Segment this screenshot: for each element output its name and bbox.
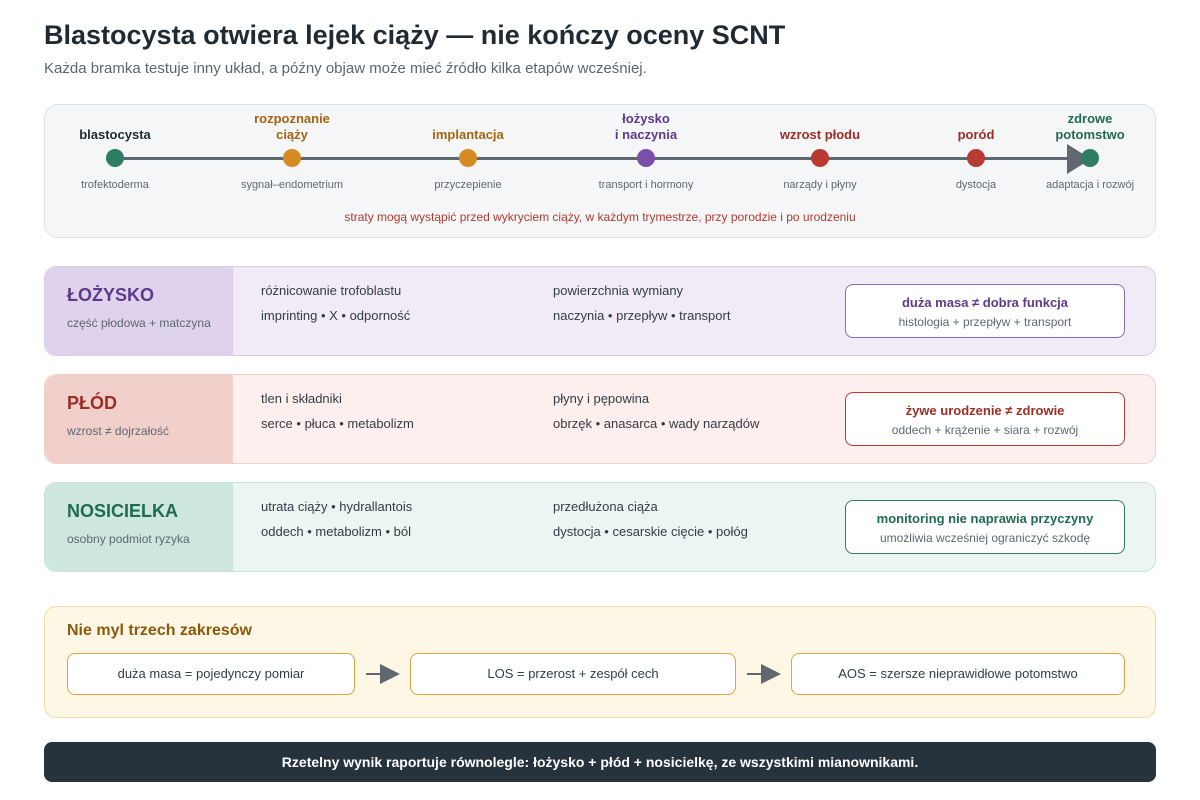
scope-box: AOS = szersze nieprawidłowe potomstwo <box>791 653 1125 695</box>
footer-banner: Rzetelny wynik raportuje równolegle: łoż… <box>44 742 1156 782</box>
row-subtitle: wzrost ≠ dojrzałość <box>67 424 169 438</box>
column-line: imprinting • X • odporność <box>261 308 411 323</box>
stage-label: wzrost płodu <box>779 127 861 142</box>
column-line: płyny i pępowina <box>553 391 650 406</box>
callout-subtitle: umożliwia wcześniej ograniczyć szkodę <box>879 531 1091 545</box>
column-line: powierzchnia wymiany <box>553 283 684 298</box>
row-title: PŁÓD <box>67 393 118 413</box>
stage-dot <box>1081 149 1099 167</box>
row-column: płyny i pępowina obrzęk • anasarca • wad… <box>553 391 759 431</box>
callout-title: monitoring nie naprawia przyczyny <box>876 511 1094 526</box>
timeline-stage: blastocysta trofektoderma <box>35 105 195 205</box>
stage-desc: adaptacja i rozwój <box>1045 179 1135 191</box>
column-line: serce • płuca • metabolizm <box>261 416 414 431</box>
page-subtitle: Każda bramka testuje inny układ, a późny… <box>44 60 647 77</box>
row-column: różnicowanie trofoblastu imprinting • X … <box>261 283 410 323</box>
stage-desc: transport i hormony <box>598 179 694 191</box>
timeline-line <box>106 157 1086 160</box>
column-line: utrata ciąży • hydrallantois <box>261 499 413 514</box>
column-line: różnicowanie trofoblastu <box>261 283 402 298</box>
stage-dot <box>106 149 124 167</box>
callout-title: duża masa ≠ dobra funkcja <box>901 295 1069 310</box>
row-column: przedłużona ciąża dystocja • cesarskie c… <box>553 499 748 539</box>
scope-box: LOS = przerost + zespół cech <box>410 653 736 695</box>
row-column: powierzchnia wymiany naczynia • przepływ… <box>553 283 730 323</box>
stage-label: blastocysta <box>79 127 151 142</box>
stage-label: implantacja <box>432 127 504 142</box>
stage-desc: przyczepienie <box>434 179 502 191</box>
row-surrogate: NOSICIELKA osobny podmiot ryzyka utrata … <box>44 482 1156 572</box>
column-line: obrzęk • anasarca • wady narządów <box>553 416 760 431</box>
callout-subtitle: oddech + krążenie + siara + rozwój <box>891 423 1079 437</box>
stage-dot <box>637 149 655 167</box>
column-line: naczynia • przepływ • transport <box>553 308 731 323</box>
row-header: PŁÓD wzrost ≠ dojrzałość <box>45 375 233 463</box>
column-line: tlen i składniki <box>261 391 342 406</box>
stage-dot <box>811 149 829 167</box>
timeline-stage: implantacja przyczepienie <box>388 105 548 205</box>
row-header: ŁOŻYSKO część płodowa + matczyna <box>45 267 233 355</box>
column-line: oddech • metabolizm • ból <box>261 524 412 539</box>
stage-desc: trofektoderma <box>81 179 149 191</box>
row-column: tlen i składniki serce • płuca • metabol… <box>261 391 414 431</box>
row-callout: żywe urodzenie ≠ zdrowie oddech + krążen… <box>845 392 1125 446</box>
stage-desc: narządy i płyny <box>783 179 857 191</box>
callout-subtitle: histologia + przepływ + transport <box>898 315 1072 329</box>
row-title: NOSICIELKA <box>67 501 179 521</box>
row-callout: duża masa ≠ dobra funkcja histologia + p… <box>845 284 1125 338</box>
column-line: dystocja • cesarskie cięcie • połóg <box>553 524 748 539</box>
row-title: ŁOŻYSKO <box>67 285 155 305</box>
arrow-right-icon <box>366 664 400 684</box>
stage-dot <box>967 149 985 167</box>
stage-dot <box>459 149 477 167</box>
arrow-right-icon <box>747 664 781 684</box>
column-line: przedłużona ciąża <box>553 499 658 514</box>
row-callout: monitoring nie naprawia przyczyny umożli… <box>845 500 1125 554</box>
row-subtitle: osobny podmiot ryzyka <box>67 532 190 546</box>
timeline-stage: wzrost płodu narządy i płyny <box>740 105 900 205</box>
scope-box: duża masa = pojedynczy pomiar <box>67 653 355 695</box>
row-column: utrata ciąży • hydrallantois oddech • me… <box>261 499 412 539</box>
page-title: Blastocysta otwiera lejek ciąży — nie ko… <box>44 20 786 50</box>
stage-dot <box>283 149 301 167</box>
row-fetus: PŁÓD wzrost ≠ dojrzałość tlen i składnik… <box>44 374 1156 464</box>
timeline-note: straty mogą wystąpić przed wykryciem cią… <box>344 210 856 224</box>
callout-title: żywe urodzenie ≠ zdrowie <box>905 403 1065 418</box>
row-subtitle: część płodowa + matczyna <box>67 316 211 330</box>
row-placenta: ŁOŻYSKO część płodowa + matczyna różnico… <box>44 266 1156 356</box>
scopes-panel: Nie myl trzech zakresów duża masa = poje… <box>44 606 1156 718</box>
stage-label: poród <box>957 127 995 142</box>
stage-desc: sygnał–endometrium <box>240 179 344 191</box>
stage-desc: dystocja <box>955 179 997 191</box>
timeline-stage: poród dystocja <box>896 105 1056 205</box>
scopes-title: Nie myl trzech zakresów <box>67 622 252 639</box>
row-header: NOSICIELKA osobny podmiot ryzyka <box>45 483 233 571</box>
